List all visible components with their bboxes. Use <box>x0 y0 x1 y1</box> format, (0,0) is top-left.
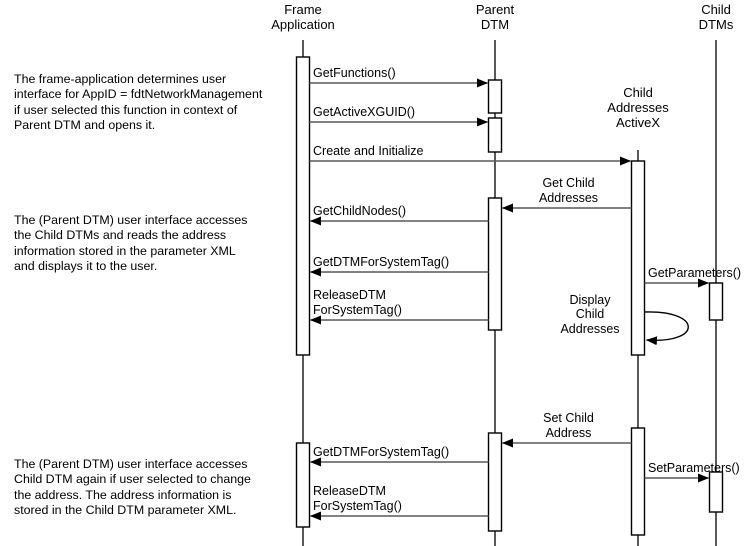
message-label-msg-getparameters: GetParameters() <box>648 265 742 280</box>
message-label-msg-set-child-address: Set Child Address <box>543 411 594 440</box>
message-label-msg-display-child-addr: Display Child Addresses <box>560 292 620 336</box>
lifeline-header-child: Child DTMs <box>698 2 734 32</box>
messages-group <box>309 78 709 521</box>
message-label-msg-releasedtm-2: ReleaseDTM ForSystemTag() <box>313 484 402 513</box>
activation-bar-act-activex-1 <box>630 160 646 356</box>
lifeline-header-parent: Parent DTM <box>475 2 515 32</box>
note-3: The (Parent DTM) user interface accesses… <box>14 457 251 518</box>
activation-bar-act-parent-3 <box>487 197 503 331</box>
message-label-msg-getfunctions: GetFunctions() <box>313 65 396 80</box>
activation-bar-act-child-2 <box>708 471 724 513</box>
message-label-msg-setparameters: SetParameters() <box>648 460 740 475</box>
message-label-msg-getchildnodes: GetChildNodes() <box>313 203 407 218</box>
activation-bar-act-parent-4 <box>487 432 503 532</box>
activation-bar-act-activex-2 <box>630 427 646 536</box>
activation-bar-act-frame-2 <box>295 442 311 528</box>
message-arrow-msg-display-child-addr <box>644 311 689 346</box>
message-label-msg-getactivexguid: GetActiveXGUID() <box>313 104 416 119</box>
note-1: The frame-application determines user in… <box>14 72 263 133</box>
message-label-msg-releasedtm-1: ReleaseDTM ForSystemTag() <box>313 288 402 317</box>
message-label-msg-getdtmforsystemtag-2: GetDTMForSystemTag() <box>313 444 450 459</box>
message-label-msg-create-initialize: Create and Initialize <box>313 143 424 158</box>
activations-group <box>295 56 724 536</box>
note-2: The (Parent DTM) user interface accesses… <box>14 213 248 274</box>
activation-bar-act-parent-1 <box>487 79 503 114</box>
activation-bar-act-parent-2 <box>487 117 503 153</box>
activation-bar-act-frame-1 <box>295 56 311 356</box>
message-label-msg-get-child-addresses: Get Child Addresses <box>538 176 599 205</box>
activation-bar-act-child-1 <box>708 282 724 321</box>
lifeline-header-frame: Frame Application <box>271 2 335 32</box>
message-label-msg-getdtmforsystemtag: GetDTMForSystemTag() <box>313 254 450 269</box>
lifeline-header-activex: Child Addresses ActiveX <box>607 85 669 130</box>
